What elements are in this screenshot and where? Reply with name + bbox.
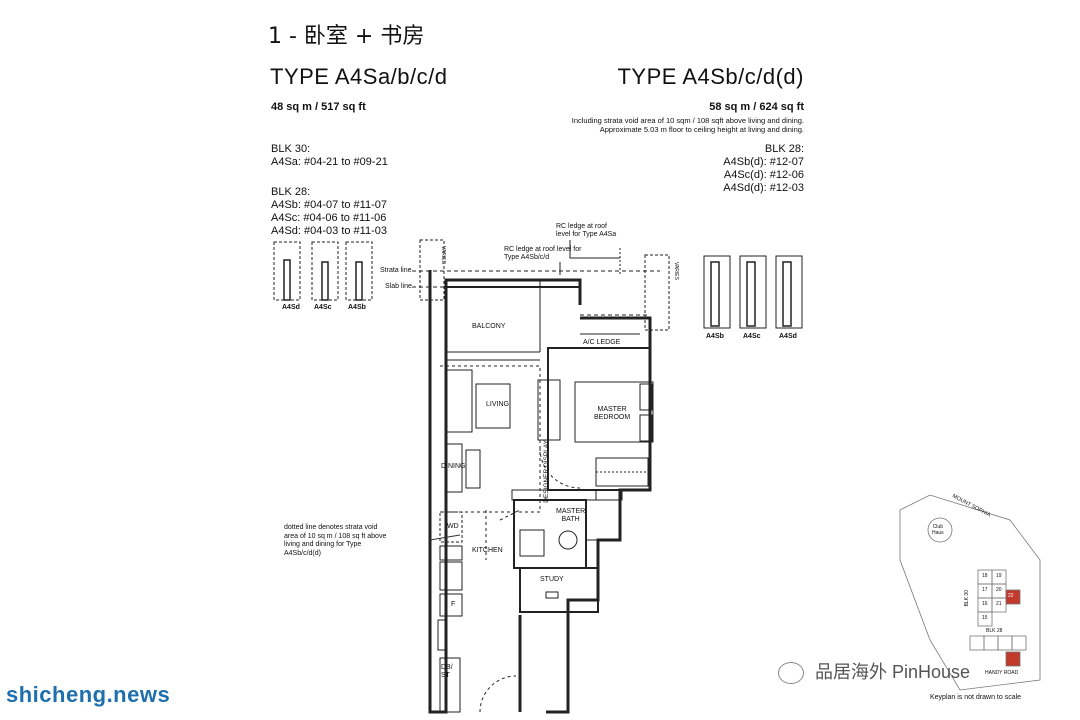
- facade-icon: [273, 239, 445, 301]
- wechat-account: 品居海外 PinHouse: [815, 662, 971, 682]
- note-line: RC ledge at roof level for: [504, 246, 582, 253]
- rc-ledge-a4sa-note: RC ledge at roof level for Type A4Sa: [556, 223, 616, 239]
- blk28-line: A4Sc: #04-06 to #11-06: [271, 212, 387, 224]
- keyplan-unit: 16: [982, 601, 988, 607]
- section-title: 1 - 卧室 + 书房: [268, 24, 425, 49]
- icon-label: A4Sd: [779, 333, 797, 340]
- room-fridge: F: [451, 601, 456, 608]
- left-area: 48 sq m / 517 sq ft: [271, 101, 366, 113]
- keyplan-unit: 15: [982, 615, 988, 621]
- keyplan-label: Club: [932, 524, 943, 530]
- strata-void-note: dotted line denotes strata void area of …: [284, 524, 386, 558]
- wechat-label: 品居海外 PinHouse: [778, 658, 971, 685]
- room-dining: DINING: [441, 463, 466, 470]
- blk30-line: A4Sa: #04-21 to #09-21: [271, 156, 388, 168]
- left-blk30: BLK 30: A4Sa: #04-21 to #09-21: [271, 143, 388, 169]
- keyplan-unit: 17: [982, 587, 988, 593]
- keyplan-club: Club Haus: [932, 524, 944, 536]
- room-label: DB/: [441, 664, 453, 671]
- keyplan-blk28: BLK 28: [986, 628, 1003, 634]
- right-note-line: Approximate 5.03 m floor to ceiling heig…: [599, 125, 804, 134]
- right-area: 58 sq m / 624 sq ft: [709, 101, 804, 113]
- keyplan-blk30: BLK 30: [964, 590, 970, 607]
- keyplan-label: Haus: [932, 530, 944, 536]
- room-wd: WD: [447, 523, 459, 530]
- wechat-icon: [778, 662, 804, 685]
- icon-label: A4Sc: [314, 304, 332, 311]
- room-designer-display: DESIGNER DISPLAY: [543, 440, 550, 503]
- right-type-title: TYPE A4Sb/c/d(d): [617, 64, 804, 89]
- room-kitchen: KITCHEN: [472, 547, 503, 554]
- slab-line-label: Slab line: [385, 283, 412, 290]
- right-note-line: Including strata void area of 10 sqm / 1…: [571, 116, 804, 125]
- room-label: BATH: [561, 516, 580, 523]
- keyplan-unit: 21: [996, 601, 1002, 607]
- blk28-title: BLK 28:: [764, 143, 804, 155]
- room-ac-ledge: A/C LEDGE: [583, 339, 621, 346]
- keyplan-unit: 20: [996, 587, 1002, 593]
- room-master-bath: MASTER BATH: [556, 508, 585, 524]
- room-label: BEDROOM: [594, 414, 631, 421]
- note-line: Type A4Sb/c/d: [504, 254, 550, 261]
- blk30-title: BLK 30:: [271, 143, 311, 155]
- left-blk28: BLK 28: A4Sb: #04-07 to #11-07 A4Sc: #04…: [271, 186, 387, 238]
- blk28-line: A4Sd: #04-03 to #11-03: [271, 225, 387, 237]
- blk28-line: A4Sd(d): #12-03: [723, 182, 804, 194]
- facade-icon: [644, 254, 803, 331]
- icon-label: A4Sb: [706, 333, 724, 340]
- right-note: Including strata void area of 10 sqm / 1…: [572, 116, 804, 134]
- keyplan-caption: Keyplan is not drawn to scale: [930, 694, 1022, 701]
- rc-ledge-a4sb-note: RC ledge at roof level for Type A4Sb/c/d: [504, 246, 581, 262]
- blk28-line: A4Sc(d): #12-06: [723, 169, 804, 181]
- room-study: STUDY: [540, 576, 564, 583]
- keyplan: [899, 494, 1041, 691]
- icon-label: A4Sc: [743, 333, 761, 340]
- blk28-line: A4Sb: #04-07 to #11-07: [271, 199, 387, 211]
- varies-label: VARIES: [440, 246, 446, 264]
- watermark: shicheng.news: [6, 682, 171, 707]
- blk28-line: A4Sb(d): #12-07: [723, 156, 804, 168]
- room-balcony: BALCONY: [472, 323, 506, 330]
- keyplan-road: HANDY ROAD: [985, 670, 1019, 676]
- icon-label: A4Sb: [348, 304, 366, 311]
- room-label: MASTER: [556, 508, 586, 515]
- room-label: ST: [441, 672, 450, 679]
- note-line: area of 10 sq m / 108 sq ft above: [284, 532, 387, 540]
- strata-line-label: Strata line: [380, 267, 412, 274]
- note-line: A4Sb/c/d(d): [284, 549, 321, 557]
- room-label: MASTER: [597, 406, 627, 413]
- blk28-title: BLK 28:: [271, 186, 311, 198]
- keyplan-unit: 19: [996, 573, 1002, 579]
- room-master-bedroom: MASTER BEDROOM: [594, 406, 630, 422]
- room-db-st: DB/ ST: [441, 664, 453, 680]
- note-line: RC ledge at roof: [556, 223, 607, 230]
- note-line: living and dining for Type: [284, 541, 362, 548]
- right-blk28: BLK 28: A4Sb(d): #12-07 A4Sc(d): #12-06 …: [723, 143, 804, 195]
- note-line: dotted line denotes strata void: [284, 524, 378, 531]
- varies-label: VARIES: [673, 262, 679, 280]
- keyplan-unit: 18: [982, 573, 988, 579]
- keyplan-unit: 22: [1008, 593, 1014, 599]
- left-type-title: TYPE A4Sa/b/c/d: [270, 64, 448, 89]
- room-living: LIVING: [486, 401, 509, 408]
- note-line: level for Type A4Sa: [556, 231, 617, 238]
- icon-label: A4Sd: [282, 304, 300, 311]
